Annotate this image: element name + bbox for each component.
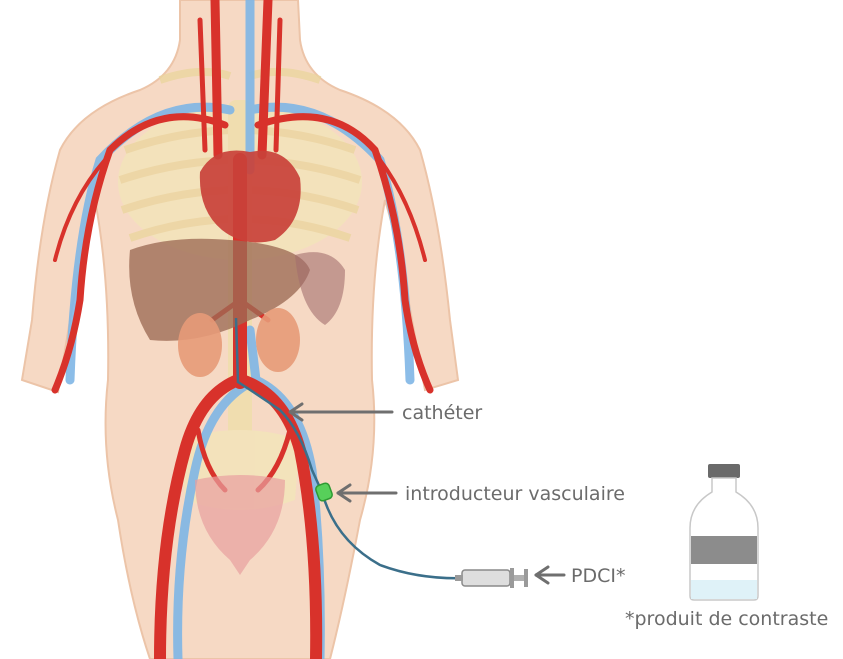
catheter-label: cathéter [402, 402, 482, 424]
contrast-agent-label: PDCI* [571, 565, 625, 587]
bottle-icon [690, 464, 758, 600]
introducer-label: introducteur vasculaire [405, 483, 625, 505]
footnote-label: *produit de contraste [625, 608, 828, 630]
kidney-left [178, 313, 222, 377]
arrow-left-icon [536, 567, 564, 583]
syringe-icon [455, 568, 528, 588]
kidney-right [256, 308, 300, 372]
